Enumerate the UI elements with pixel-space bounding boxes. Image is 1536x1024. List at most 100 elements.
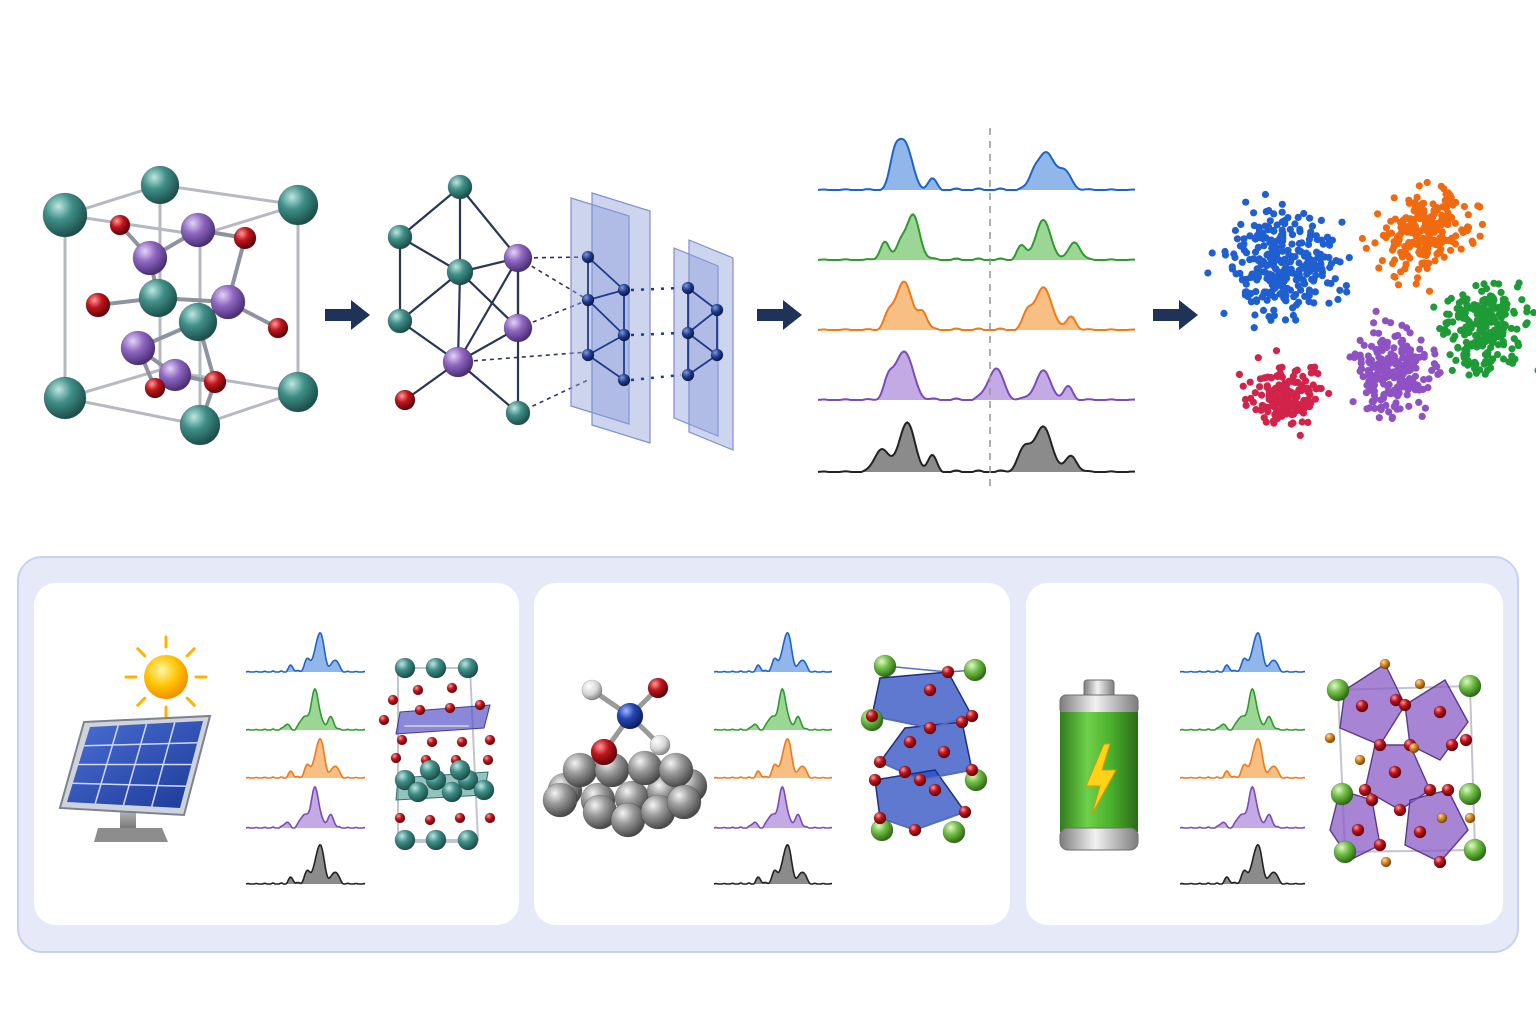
graph-node-teal <box>447 174 473 200</box>
solar-panel-icon <box>58 635 212 842</box>
cluster-point <box>1220 309 1228 317</box>
oxygen-atom <box>1413 825 1427 839</box>
cluster-point <box>1481 370 1489 378</box>
graph-node-teal <box>387 308 413 334</box>
surface-atom <box>562 752 598 788</box>
cluster-point <box>1404 227 1412 235</box>
pipeline-arrows <box>325 300 1198 330</box>
cluster-point <box>1336 258 1344 266</box>
cluster-point <box>1424 238 1432 246</box>
cluster-point <box>1299 409 1308 417</box>
cluster-point <box>1390 344 1398 352</box>
cluster-point <box>1338 218 1346 226</box>
spectrum-fill <box>714 786 832 828</box>
cluster-point <box>1259 235 1267 243</box>
cluster-point <box>1365 357 1373 365</box>
cluster-point <box>1325 389 1333 398</box>
cluster-point <box>1271 265 1280 273</box>
cluster-point <box>1273 278 1281 286</box>
cluster-point <box>1485 359 1493 367</box>
cluster-point <box>1398 372 1406 380</box>
cluster-point <box>1490 279 1498 287</box>
cluster-point <box>1238 258 1246 266</box>
frame-edge <box>1469 685 1476 851</box>
cluster-point <box>1490 326 1499 334</box>
oxygen-atom <box>1388 765 1402 779</box>
spectrum-fill <box>246 786 365 828</box>
spectrum-line <box>1179 687 1306 731</box>
cluster-point <box>1236 242 1244 250</box>
spectrum-line <box>245 785 366 829</box>
cluster-point <box>1457 245 1465 253</box>
cluster-point <box>1289 311 1297 319</box>
cluster-point <box>1454 343 1462 351</box>
cluster-point <box>1466 321 1474 329</box>
cluster-point <box>1492 304 1500 312</box>
metal-atom <box>394 829 416 851</box>
spectrum-fill <box>818 351 1135 400</box>
graph-node <box>617 283 631 297</box>
cluster-point <box>1268 402 1276 410</box>
graph-neural-network-icon <box>387 174 734 451</box>
cluster-point <box>1232 270 1240 278</box>
cluster-point <box>1398 346 1406 354</box>
oxygen-atom <box>394 812 406 824</box>
cluster-point <box>1449 318 1457 326</box>
oxygen-atom <box>474 699 486 711</box>
panel-base <box>94 828 168 842</box>
cluster-point <box>1343 288 1351 296</box>
cluster-point <box>1403 391 1411 399</box>
cluster-point <box>1412 280 1420 288</box>
polyhedron-edge <box>914 811 966 831</box>
cluster-point <box>1362 244 1370 252</box>
cluster-point <box>1252 406 1260 414</box>
oxygen-atom <box>446 682 458 694</box>
cluster-point <box>1306 214 1314 222</box>
cluster-point <box>1270 306 1278 314</box>
cluster-point <box>1455 299 1463 307</box>
polyhedron-edge <box>919 769 973 781</box>
cluster-point <box>1293 366 1301 374</box>
graph-node <box>710 303 724 317</box>
cluster-point <box>1425 233 1434 241</box>
cluster-point <box>1372 307 1380 315</box>
cluster-point <box>1299 372 1307 380</box>
oxygen-atom <box>378 714 390 726</box>
cluster-point <box>1425 375 1433 383</box>
cluster-point <box>1370 319 1378 327</box>
oxygen-atom <box>1358 783 1372 797</box>
cluster-point <box>1482 285 1491 293</box>
graph-node-red <box>394 389 416 411</box>
cluster-point <box>1387 229 1396 237</box>
cluster-point <box>1378 362 1386 370</box>
graph-node <box>681 368 695 382</box>
cluster-point <box>1413 193 1421 201</box>
oxygen-atom <box>390 752 402 764</box>
cluster-point <box>1468 340 1476 348</box>
graph-node-teal <box>446 258 474 286</box>
cell-edge <box>158 183 300 207</box>
cluster-point <box>1415 248 1423 256</box>
cluster-point <box>1421 404 1429 412</box>
cluster-point <box>1323 279 1332 287</box>
cluster-point <box>1272 347 1281 355</box>
cluster-point <box>1507 324 1515 332</box>
oxygen-atom <box>1459 733 1473 747</box>
lithium-atom <box>1330 782 1354 806</box>
spectrum-fill <box>246 844 365 884</box>
oxygen-atom <box>1351 823 1365 837</box>
oxygen-atom <box>958 805 972 819</box>
cluster-point <box>1479 316 1487 324</box>
cation-atom <box>132 240 168 276</box>
cluster-point <box>1204 269 1212 277</box>
cluster-point <box>1283 284 1291 293</box>
cluster-point <box>1371 377 1379 385</box>
cluster-point <box>1308 222 1317 230</box>
layer-edge <box>687 287 718 311</box>
polyhedron <box>1339 662 1406 746</box>
cluster-point <box>1362 389 1370 397</box>
metal-atom <box>394 657 416 679</box>
cluster-point <box>1377 344 1385 352</box>
cluster-point <box>1288 240 1296 248</box>
cluster-point <box>1417 336 1425 344</box>
